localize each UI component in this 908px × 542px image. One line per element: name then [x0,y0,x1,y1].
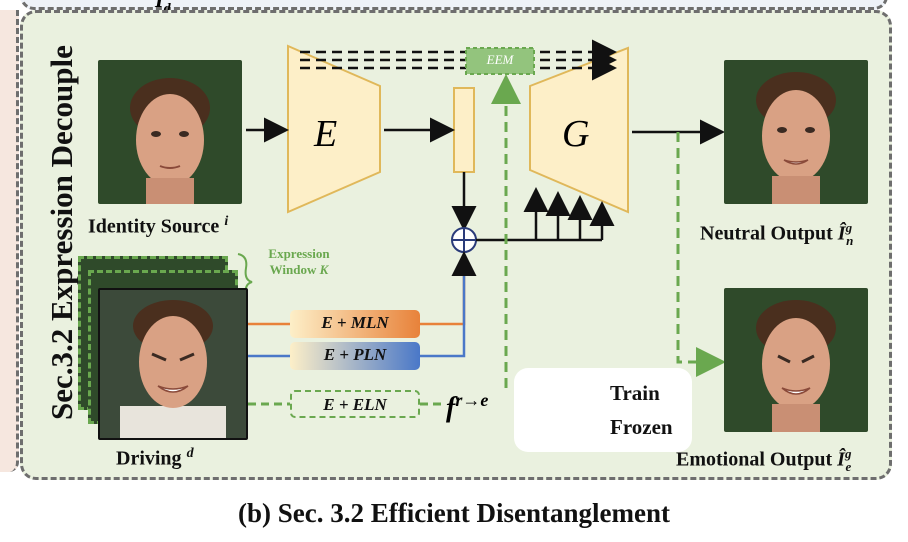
neutral-output-image [724,60,868,204]
emotional-face-icon [756,300,836,432]
expression-window-label: Expression Window K [268,246,330,277]
identity-label: Identity Source i [88,214,229,238]
emotional-output-label: Emotional Output Îge [676,446,852,474]
emotional-output-image [724,288,868,432]
e-mln-block: E + MLN [290,310,420,338]
e-eln-block: E + ELN [290,390,420,418]
driving-label: Driving d [116,446,194,470]
legend [514,368,692,452]
eem-label: EEM [486,52,514,67]
driving-image [98,288,248,440]
encoder-block [287,44,381,214]
encoder-label: E [314,113,338,155]
figure-caption: (b) Sec. 3.2 Efficient Disentanglement [238,498,670,528]
generator-label: G [562,113,590,155]
latent-feature-bar [453,87,475,173]
f-label: fr→e [446,390,489,424]
neutral-face-icon [756,72,836,204]
identity-source-image [98,60,242,204]
driving-face-icon [120,300,226,438]
legend-train-label: Train [610,381,660,405]
top-fragment-text: Îd [155,0,171,17]
neutral-output-label: Neutral Output Îgn [700,220,854,248]
identity-face-icon [130,78,210,204]
left-panel-fragment [0,10,19,472]
e-pln-block: E + PLN [290,342,420,370]
legend-frozen-label: Frozen [610,415,673,439]
